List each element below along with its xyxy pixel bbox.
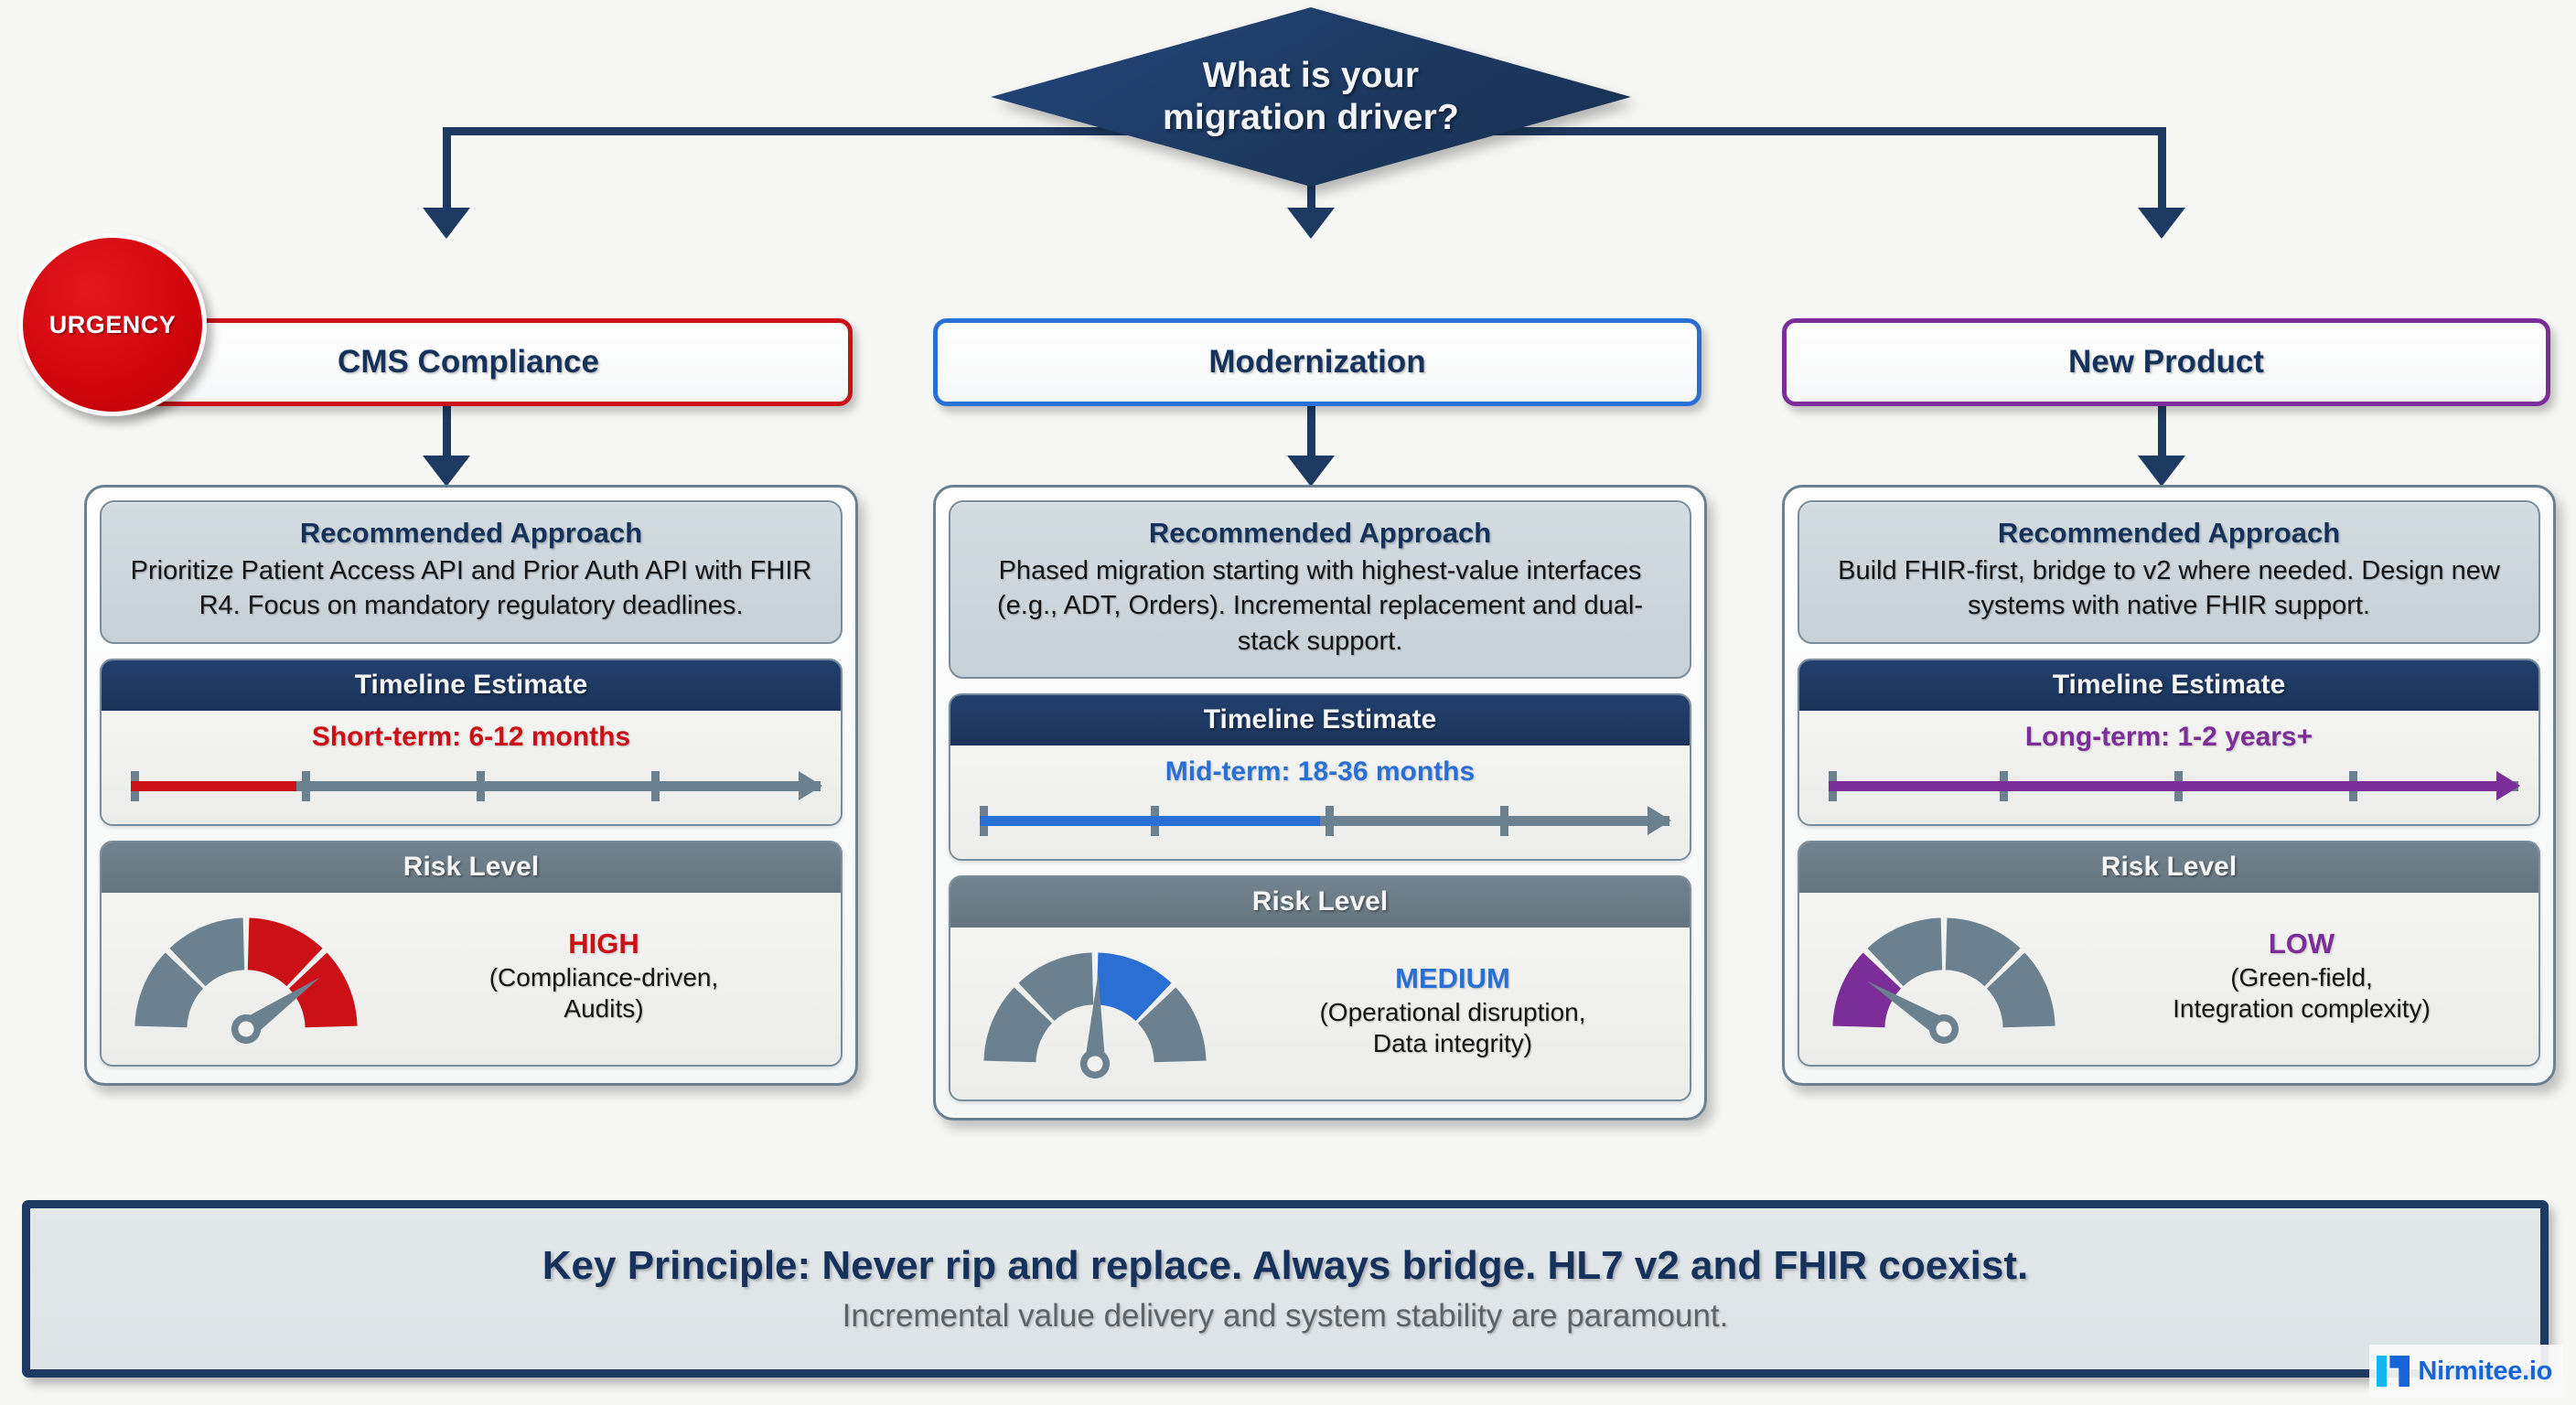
timeline-panel: Timeline Estimate Mid-term: 18-36 months <box>949 692 1691 861</box>
branch-card-1: Recommended Approach Prioritize Patient … <box>84 485 858 1086</box>
branch-column-1: CMS Compliance <box>84 318 853 406</box>
connector-branch-1 <box>443 127 451 209</box>
risk-gauge <box>971 942 1219 1081</box>
driver-label-3: New Product <box>2068 344 2264 380</box>
arrowhead-card-3 <box>2138 456 2185 487</box>
risk-detail: (Green-field,Integration complexity) <box>2173 962 2431 1023</box>
timeline-label: Long-term: 1-2 years+ <box>2024 721 2313 752</box>
approach-title: Recommended Approach <box>1148 517 1492 549</box>
approach-panel: Recommended Approach Prioritize Patient … <box>100 500 843 644</box>
timeline-panel: Timeline Estimate Short-term: 6-12 month… <box>100 658 843 826</box>
timeline-panel-body: Long-term: 1-2 years+ <box>1799 710 2538 824</box>
approach-panel: Recommended Approach Phased migration st… <box>949 500 1691 679</box>
timeline-fill <box>980 815 1320 826</box>
timeline-panel-body: Short-term: 6-12 months <box>102 710 841 824</box>
decision-question-line1: What is your <box>1202 55 1420 95</box>
timeline-panel-title: Timeline Estimate <box>102 660 841 711</box>
risk-gauge-svg <box>983 952 1207 1078</box>
timeline-panel-body: Mid-term: 18-36 months <box>950 745 1690 859</box>
driver-box-2[interactable]: Modernization <box>933 318 1701 406</box>
risk-detail: (Operational disruption,Data integrity) <box>1319 998 1586 1058</box>
timeline-panel-title: Timeline Estimate <box>950 694 1690 745</box>
timeline-tick <box>651 770 660 801</box>
risk-level-value: HIGH <box>568 928 639 960</box>
timeline-panel-title: Timeline Estimate <box>1799 660 2538 711</box>
connector-card-1 <box>443 397 451 457</box>
timeline-track <box>971 800 1671 841</box>
risk-panel-body: HIGH (Compliance-driven,Audits) <box>102 892 841 1065</box>
approach-body: Build FHIR-first, bridge to v2 where nee… <box>1838 556 2500 621</box>
driver-box-3[interactable]: New Product <box>1782 318 2550 406</box>
risk-gauge-svg <box>134 917 358 1044</box>
risk-panel-title: Risk Level <box>102 842 841 893</box>
timeline-arrow-icon <box>1648 805 1671 835</box>
timeline-axis <box>980 815 1669 826</box>
urgency-badge-label: URGENCY <box>48 310 177 338</box>
approach-panel: Recommended Approach Build FHIR-first, b… <box>1798 500 2540 644</box>
timeline-tick <box>302 770 310 801</box>
risk-gauge-svg <box>1832 917 2055 1044</box>
timeline-axis <box>131 780 821 791</box>
risk-panel-body: LOW (Green-field,Integration complexity) <box>1799 892 2538 1065</box>
timeline-panel: Timeline Estimate Long-term: 1-2 years+ <box>1798 658 2540 826</box>
risk-level-value: MEDIUM <box>1395 962 1510 995</box>
decision-diamond: What is your migration driver? <box>991 7 1631 187</box>
approach-body: Phased migration starting with highest-v… <box>997 556 1643 656</box>
driver-label-1: CMS Compliance <box>338 344 599 380</box>
nirmitee-logo: Nirmitee.io <box>2369 1345 2563 1398</box>
risk-panel-body: MEDIUM (Operational disruption,Data inte… <box>950 927 1690 1099</box>
timeline-fill-arrow <box>2496 770 2520 800</box>
risk-text: LOW (Green-field,Integration complexity) <box>2085 928 2518 1024</box>
timeline-tick <box>477 770 485 801</box>
approach-title: Recommended Approach <box>299 517 643 549</box>
timeline-fill <box>1829 780 2496 791</box>
risk-panel: Risk Level LOW (Green-field,Integration … <box>1798 840 2540 1067</box>
branch-card-2: Recommended Approach Phased migration st… <box>933 485 1707 1121</box>
risk-text: HIGH (Compliance-driven,Audits) <box>387 928 821 1024</box>
branch-card-3: Recommended Approach Build FHIR-first, b… <box>1782 485 2556 1086</box>
risk-panel-title: Risk Level <box>950 876 1690 928</box>
risk-panel: Risk Level HIGH (Compliance-driven,Audit… <box>100 840 843 1067</box>
key-principle-sub: Incremental value delivery and system st… <box>842 1298 1729 1334</box>
risk-panel: Risk Level MEDIUM (Operational disruptio… <box>949 874 1691 1101</box>
key-principle-main: Key Principle: Never rip and replace. Al… <box>542 1243 2029 1288</box>
risk-panel-title: Risk Level <box>1799 842 2538 893</box>
decision-question-line2: migration driver? <box>1162 98 1460 137</box>
approach-body: Prioritize Patient Access API and Prior … <box>130 556 812 621</box>
timeline-tick <box>1326 805 1334 836</box>
connector-card-2 <box>1307 397 1315 457</box>
branch-column-2: Modernization <box>933 318 1701 406</box>
branch-column-3: New Product <box>1782 318 2550 406</box>
urgency-badge: URGENCY <box>18 233 207 416</box>
risk-gauge <box>122 907 370 1046</box>
timeline-track <box>1819 766 2520 806</box>
connector-card-3 <box>2158 397 2166 457</box>
connector-branch-3 <box>2158 127 2166 209</box>
arrowhead-branch-3 <box>2138 208 2185 239</box>
timeline-label: Mid-term: 18-36 months <box>1165 756 1476 787</box>
timeline-fill <box>131 780 296 791</box>
arrowhead-card-2 <box>1287 456 1335 487</box>
nirmitee-logo-icon <box>2377 1356 2410 1387</box>
driver-box-1[interactable]: CMS Compliance <box>84 318 853 406</box>
driver-label-2: Modernization <box>1208 344 1426 380</box>
decision-question: What is your migration driver? <box>1163 55 1459 139</box>
timeline-tick <box>1500 805 1508 836</box>
risk-detail: (Compliance-driven,Audits) <box>488 962 719 1023</box>
timeline-label: Short-term: 6-12 months <box>311 721 631 752</box>
risk-level-value: LOW <box>2268 928 2335 960</box>
arrowhead-branch-2 <box>1287 208 1335 239</box>
timeline-track <box>122 766 822 806</box>
key-principle-banner: Key Principle: Never rip and replace. Al… <box>22 1200 2549 1378</box>
nirmitee-logo-text: Nirmitee.io <box>2418 1356 2552 1386</box>
approach-title: Recommended Approach <box>1997 517 2341 549</box>
arrowhead-card-1 <box>423 456 470 487</box>
risk-gauge <box>1819 907 2068 1046</box>
timeline-arrow-icon <box>799 770 822 800</box>
arrowhead-branch-1 <box>423 208 470 239</box>
risk-text: MEDIUM (Operational disruption,Data inte… <box>1236 963 1669 1059</box>
